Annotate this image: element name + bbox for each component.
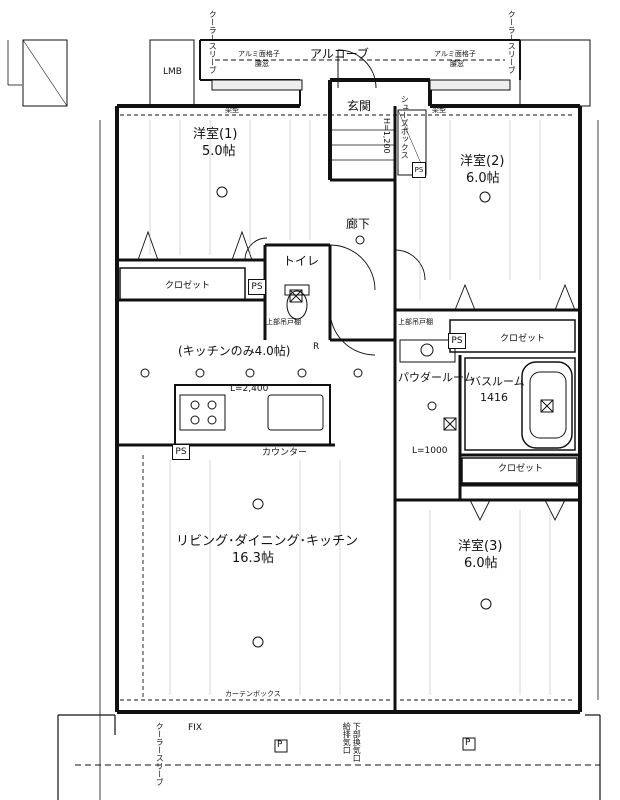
fix-window-label: FIX [188,723,202,733]
cooler-sleeve-bottom-left: クーラースリーブ [155,722,165,786]
ps-box-2: PS [172,444,190,460]
bottom-vent-label: 給排気口 [342,722,352,754]
closet-label-2: クロゼット [500,334,546,344]
upper-storage-toilet: 上部吊戸棚 [266,318,301,326]
cooler-sleeve-top-right: クーラースリーブ [507,10,517,74]
p-mark-1: P [277,740,283,750]
r-mark: R [313,342,320,352]
lattice-window-right-type: 腰窓 [450,60,464,68]
room-ldk-name: リビング･ダイニング･キッチン [176,534,359,549]
dimension-l-2400: L=2,400 [230,384,269,394]
shoe-box-height: H=1,200 [382,118,392,154]
p-mark-2: P [465,738,471,748]
kitchen-only-label: (キッチンのみ4.0帖) [178,344,291,358]
room-western-1-size: 5.0帖 [202,144,236,159]
lmb-label: LMB [163,67,182,77]
bottom-vent-label-2: 下部換気口 [352,722,362,762]
ps-box-3: PS [448,333,466,349]
beam-left: 梁型 [225,106,239,114]
bathroom-label: バスルーム [470,375,525,388]
closet-label-1: クロゼット [165,281,211,291]
room-western-3-size: 6.0帖 [464,556,498,571]
exterior-box-right [519,39,591,107]
upper-storage-powder: 上部吊戸棚 [398,318,433,326]
counter-label: カウンター [262,448,308,458]
ps-box-4: PS [412,162,426,178]
room-western-1-name: 洋室(1) [193,127,238,142]
room-western-3-name: 洋室(3) [458,539,503,554]
meter-box-left [22,39,68,107]
room-ldk-size: 16.3帖 [232,551,274,566]
beam-right: 梁型 [432,106,446,114]
dimension-l-1000: L=1000 [412,446,448,456]
toilet-label: トイレ [283,254,320,268]
alcove-label: アルコーブ [310,47,369,61]
curtain-box-label: カーテンボックス [225,690,281,698]
cooler-sleeve-top-left: クーラースリーブ [208,10,218,74]
lattice-window-left: アルミ面格子 [238,50,280,58]
room-western-2-size: 6.0帖 [466,171,500,186]
closet-label-3: クロゼット [498,464,544,474]
ps-box-1: PS [248,279,266,295]
bathroom-size: 1416 [480,391,508,404]
powder-room-label: パウダールーム [398,371,475,384]
shoe-box-label: シューズボックス [400,95,410,159]
lattice-window-right: アルミ面格子 [434,50,476,58]
room-western-2-name: 洋室(2) [460,154,505,169]
lattice-window-left-type: 腰窓 [255,60,269,68]
hallway-label: 廊下 [346,217,371,231]
entrance-label: 玄関 [347,99,372,113]
